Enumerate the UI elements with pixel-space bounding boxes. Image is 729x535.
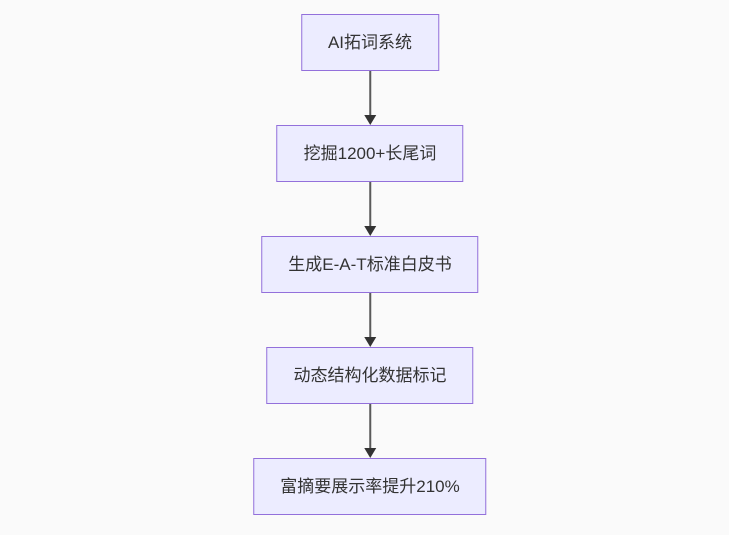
edge-line (368, 71, 371, 115)
flow-node-label: 挖掘1200+长尾词 (303, 144, 437, 163)
flow-node-eat-whitepaper: 生成E-A-T标准白皮书 (261, 236, 479, 293)
flow-node-longtail-keywords: 挖掘1200+长尾词 (276, 125, 464, 182)
edge-line (368, 182, 371, 226)
flow-node-label: 富摘要展示率提升210% (280, 477, 460, 496)
arrowhead-down-icon (363, 226, 376, 236)
arrowhead-down-icon (363, 337, 376, 347)
flow-node-rich-snippet-result: 富摘要展示率提升210% (253, 458, 487, 515)
flow-node-ai-system: AI拓词系统 (300, 14, 440, 71)
edge-line (368, 293, 371, 337)
arrowhead-down-icon (363, 448, 376, 458)
edge-line (368, 404, 371, 448)
flow-edge-4 (363, 404, 376, 458)
flow-edge-3 (363, 293, 376, 347)
flow-node-label: AI拓词系统 (327, 33, 413, 52)
flow-edge-1 (363, 71, 376, 125)
flowchart-column: AI拓词系统 挖掘1200+长尾词 生成E-A-T标准白皮书 动态结构化数据标记 (253, 14, 487, 515)
flow-node-label: 生成E-A-T标准白皮书 (288, 255, 452, 274)
flow-node-structured-data: 动态结构化数据标记 (266, 347, 474, 404)
flow-node-label: 动态结构化数据标记 (293, 366, 447, 385)
arrowhead-down-icon (363, 115, 376, 125)
flow-edge-2 (363, 182, 376, 236)
